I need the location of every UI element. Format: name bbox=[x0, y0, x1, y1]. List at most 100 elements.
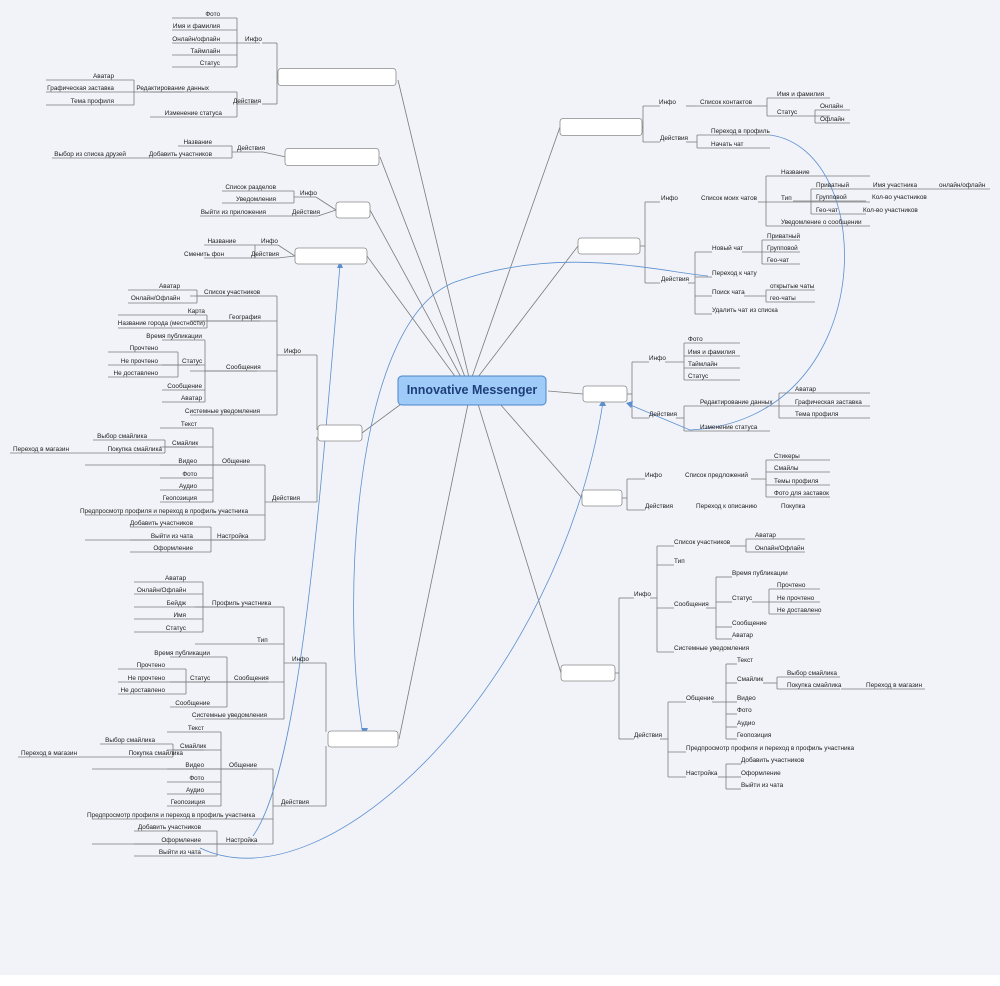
node-label: Редактирование данных bbox=[700, 399, 773, 406]
node-label: Аватар bbox=[795, 386, 816, 393]
topic-t_shop[interactable] bbox=[581, 489, 623, 507]
node-label: Фото bbox=[688, 336, 703, 343]
node-label: Покупка bbox=[781, 503, 806, 510]
node-label: Не доставлено bbox=[777, 607, 822, 614]
node-label: Аватар bbox=[755, 532, 776, 539]
node-label: Прочтено bbox=[130, 345, 159, 352]
node-label: Инфо bbox=[659, 99, 676, 106]
node-label: Инфо bbox=[634, 591, 651, 598]
node-label: Настройка bbox=[226, 836, 258, 844]
topic-connector bbox=[471, 126, 561, 378]
node-label: Общение bbox=[229, 761, 257, 769]
node-label: Покупка смайлика bbox=[108, 445, 163, 453]
topic-connector bbox=[397, 79, 473, 391]
node-label: Текст bbox=[181, 421, 197, 428]
node-label: Покупка смайлика bbox=[787, 681, 842, 689]
connector-lines bbox=[10, 17, 990, 857]
topic-connector bbox=[499, 403, 583, 499]
node-label: Прочтено bbox=[777, 582, 806, 589]
node-label: Системные уведомления bbox=[192, 712, 268, 719]
node-label: Оформление bbox=[161, 837, 201, 844]
topic-t_new_chat[interactable] bbox=[284, 148, 380, 166]
node-label: Имя и фамилия bbox=[777, 91, 825, 98]
node-label: Приватный bbox=[767, 232, 801, 240]
node-label: Системные уведомления bbox=[185, 408, 261, 415]
node-label: Бейдж bbox=[167, 599, 187, 607]
topic-t_chat_settings[interactable] bbox=[294, 247, 368, 265]
node-label: Выйти из приложения bbox=[201, 208, 267, 216]
node-label: Онлайн/Офлайн bbox=[131, 294, 181, 302]
topic-t_profile_other[interactable] bbox=[277, 68, 397, 86]
node-label: Аудио bbox=[186, 787, 204, 794]
link-private-to-settings bbox=[252, 264, 341, 837]
node-label: Системные уведомления bbox=[674, 645, 750, 652]
node-label: Фото bbox=[737, 707, 752, 714]
topic-t_geo[interactable] bbox=[317, 424, 363, 442]
node-label: Карта bbox=[188, 308, 206, 315]
node-label: Аватар bbox=[93, 73, 114, 80]
node-label: Переход в профиль bbox=[711, 128, 770, 135]
node-label: Графическая заставка bbox=[47, 85, 114, 92]
node-label: Оформление bbox=[741, 770, 781, 777]
node-label: Профиль участника bbox=[212, 600, 272, 607]
topic-t_profile[interactable] bbox=[582, 385, 628, 403]
node-label: Список участников bbox=[674, 539, 731, 546]
node-label: Уведомление о сообщении bbox=[781, 218, 862, 226]
node-label: Переход в магазин bbox=[866, 682, 922, 689]
node-label: Видео bbox=[185, 762, 204, 769]
connector-line bbox=[277, 244, 296, 257]
node-label: Инфо bbox=[661, 195, 678, 202]
node-label: Сообщения bbox=[674, 600, 709, 608]
node-label: Предпросмотр профиля и переход в профиль… bbox=[80, 508, 248, 515]
node-label: Сообщение bbox=[732, 619, 767, 627]
node-label: Список участников bbox=[204, 289, 261, 296]
connector-line bbox=[315, 196, 337, 211]
node-label: Прочтено bbox=[137, 662, 166, 669]
node-label: Выбор смайлика bbox=[105, 736, 155, 744]
node-label: Онлайн bbox=[820, 102, 843, 110]
node-label: Список моих чатов bbox=[701, 195, 758, 202]
node-label: Кол-во участников bbox=[872, 194, 927, 201]
node-label: Не прочтено bbox=[121, 358, 159, 365]
node-label: Тип bbox=[257, 637, 268, 644]
node-label: Статус bbox=[182, 358, 203, 365]
node-label: Действия bbox=[634, 731, 663, 739]
topic-t_private[interactable] bbox=[327, 730, 399, 748]
node-label: Статус bbox=[777, 109, 798, 116]
connector-line bbox=[262, 151, 287, 158]
node-label: Инфо bbox=[245, 36, 262, 43]
node-label: Изменение статуса bbox=[165, 110, 223, 117]
node-label: гео-чаты bbox=[770, 295, 796, 302]
link-private-to-chats bbox=[353, 261, 709, 736]
node-label: Гео-чат bbox=[816, 207, 838, 214]
topic-t_chats[interactable] bbox=[577, 237, 641, 255]
node-label: Статус bbox=[732, 595, 753, 602]
node-label: Действия bbox=[660, 134, 689, 142]
central-topic[interactable] bbox=[397, 375, 547, 406]
node-label: Действия bbox=[233, 97, 262, 105]
node-label: Список разделов bbox=[225, 184, 276, 191]
node-label: Список контактов bbox=[700, 99, 753, 106]
node-label: Не прочтено bbox=[128, 675, 166, 682]
node-label: Время публикации bbox=[146, 332, 202, 340]
topic-t_menu[interactable] bbox=[335, 201, 371, 219]
topic-t_contacts[interactable] bbox=[559, 118, 643, 136]
topic-t_common[interactable] bbox=[560, 664, 616, 682]
node-label: Смайлик bbox=[180, 742, 206, 750]
node-label: Не доставлено bbox=[114, 370, 159, 377]
node-label: Не прочтено bbox=[777, 595, 815, 602]
node-label: Сообщения bbox=[234, 674, 269, 682]
node-label: Сообщения bbox=[226, 363, 261, 371]
node-label: Фото bbox=[189, 775, 204, 782]
node-label: Выбор смайлика bbox=[97, 432, 147, 440]
node-label: Уведомления bbox=[236, 196, 276, 203]
node-label: Аватар bbox=[732, 632, 753, 639]
connector-line bbox=[277, 255, 296, 259]
node-label: Инфо bbox=[261, 238, 278, 245]
node-label: Аудио bbox=[737, 720, 755, 727]
bottom-strip bbox=[0, 975, 1000, 986]
node-label: Действия bbox=[292, 208, 321, 216]
node-label: Общение bbox=[686, 694, 714, 702]
node-label: Добавить участников bbox=[741, 756, 805, 764]
